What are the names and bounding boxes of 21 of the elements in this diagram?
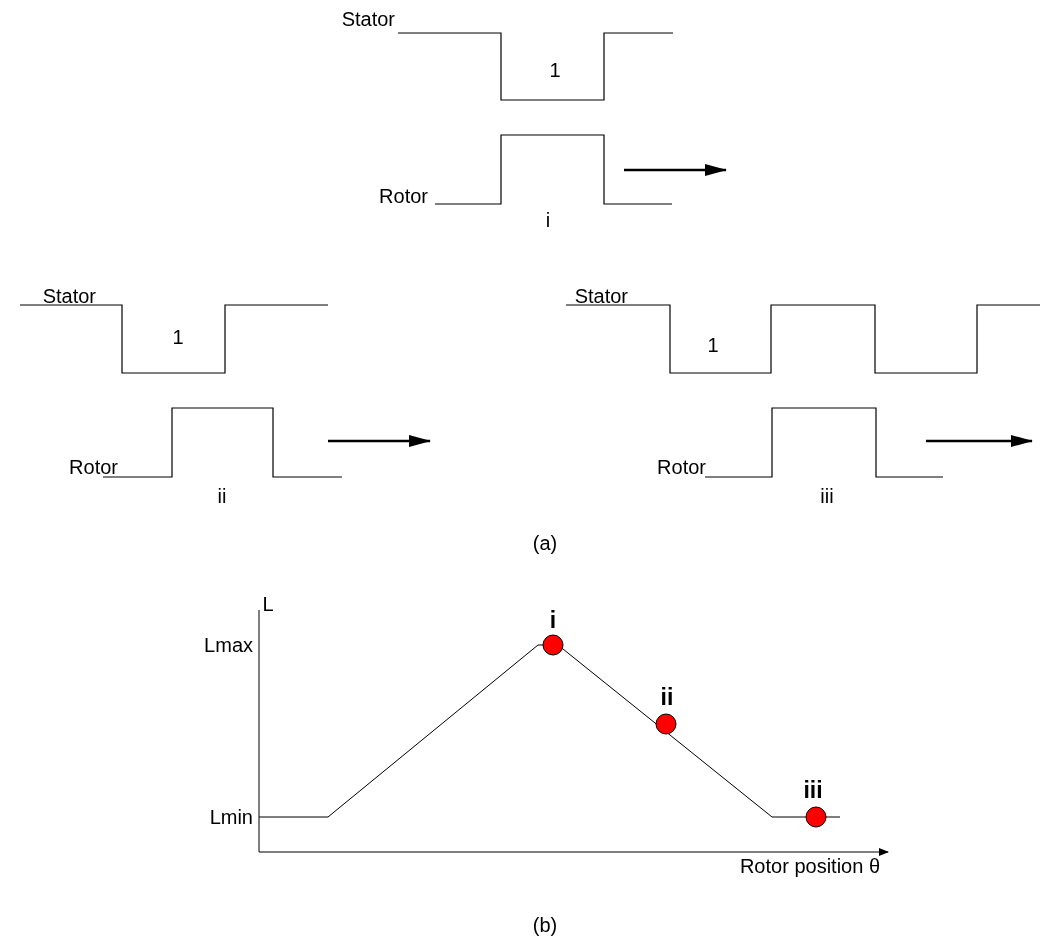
- part-label: Rotor: [657, 457, 706, 477]
- part-label: Rotor: [379, 186, 428, 206]
- slot-number: 1: [707, 335, 719, 355]
- point-label: i: [549, 608, 557, 632]
- axis-label: Rotor position θ: [739, 856, 880, 876]
- position-label: ii: [217, 486, 227, 506]
- position-label: iii: [820, 486, 834, 506]
- point-label: ii: [660, 685, 674, 709]
- axis-label: L: [262, 594, 274, 614]
- panel-label: (b): [532, 915, 558, 935]
- point-label: iii: [803, 778, 823, 802]
- part-label: Stator: [42, 286, 96, 306]
- part-label: Rotor: [69, 457, 118, 477]
- part-label: Stator: [574, 286, 628, 306]
- slot-number: 1: [172, 327, 184, 347]
- tick-label: Lmax: [204, 635, 253, 655]
- tick-label: Lmin: [209, 807, 253, 827]
- position-label: i: [545, 210, 551, 230]
- panel-label: (a): [532, 533, 558, 553]
- slot-number: 1: [549, 60, 561, 80]
- part-label: Stator: [341, 9, 395, 29]
